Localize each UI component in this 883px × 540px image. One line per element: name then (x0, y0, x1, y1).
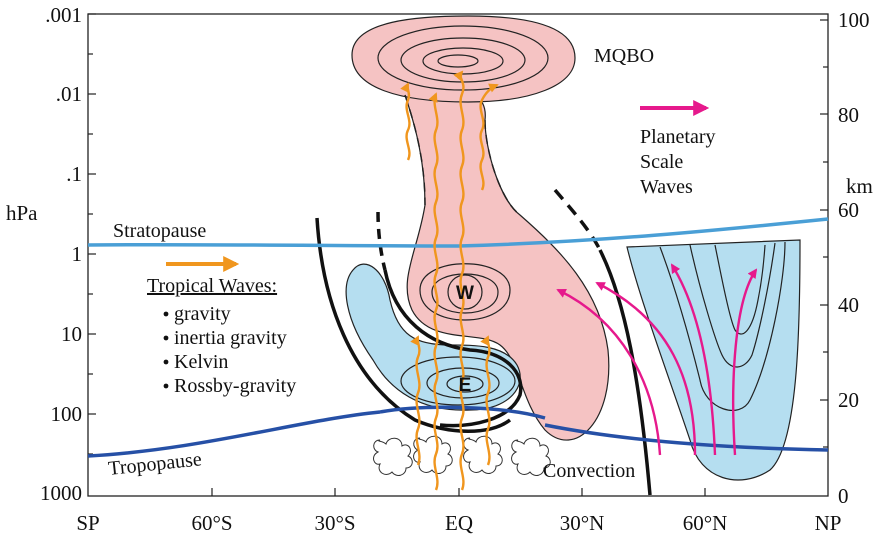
left-axis-unit: hPa (6, 201, 38, 225)
convection-clouds (373, 435, 551, 476)
bottom-tick-label: 30°S (314, 511, 355, 535)
tropical-wave-item: inertia gravity (174, 327, 287, 349)
zero-wind-contours (315, 188, 652, 496)
gravity-wave-arrow (480, 335, 491, 466)
tropical-wave-item: gravity (174, 303, 231, 325)
dashed-boundaries (404, 94, 521, 216)
right-tick-label: 20 (838, 388, 859, 412)
left-tick-label: 1 (72, 242, 83, 266)
gravity-wave-arrow (453, 70, 465, 491)
left-axis-ticks (88, 13, 96, 455)
tropopause-line (87, 405, 829, 458)
easterly-center-label: E (459, 375, 472, 396)
planetary-wave-arrows (556, 263, 758, 456)
stratopause-label: Stratopause (113, 220, 206, 242)
gravity-wave-arrow (479, 83, 499, 191)
right-tick-label: 100 (838, 8, 870, 32)
right-tick-label: 60 (838, 198, 859, 222)
westerly-center-label: W (456, 283, 474, 304)
bottom-axis-ticks (211, 488, 706, 496)
bottom-tick-label: 60°S (191, 511, 232, 535)
convection-label: Convection (543, 460, 635, 482)
stratopause-line (87, 217, 829, 248)
easterly-shear-region-left (345, 263, 521, 411)
planetary-wave-arrow (670, 263, 717, 456)
bottom-tick-label: 60°N (683, 511, 728, 535)
right-tick-label: 80 (838, 103, 859, 127)
tropical-waves-title: Tropical Waves: (147, 275, 277, 297)
right-axis-ticks (820, 19, 828, 448)
bottom-tick-label: EQ (445, 511, 473, 535)
planetary-wave-arrow (595, 281, 697, 456)
right-axis-unit: km (846, 174, 873, 198)
mqbo-label: MQBO (594, 45, 654, 67)
right-tick-label: 0 (838, 484, 849, 508)
left-tick-label: 100 (51, 402, 83, 426)
left-tick-label: .1 (66, 162, 82, 186)
left-tick-label: 1000 (40, 481, 82, 505)
planetary-waves-label-line: Waves (640, 176, 693, 198)
left-tick-label: 10 (61, 322, 82, 346)
right-tick-label: 40 (838, 293, 859, 317)
bottom-tick-label: NP (815, 511, 842, 535)
easterly-right-contours (659, 241, 786, 411)
tropical-waves-list: gravity inertia gravity Kelvin Rossby-gr… (163, 303, 296, 397)
planetary-waves-label-line: Planetary (640, 126, 716, 148)
plot-frame (87, 13, 829, 497)
gravity-wave-arrow (410, 335, 421, 466)
gravity-wave-arrow (428, 92, 439, 491)
planetary-wave-arrow (732, 268, 758, 456)
left-tick-label: .001 (45, 3, 82, 27)
bottom-tick-label: 30°N (560, 511, 605, 535)
tropical-wave-item: Rossby-gravity (174, 375, 296, 397)
gravity-wave-arrows (400, 70, 499, 491)
left-tick-label: .01 (56, 82, 82, 106)
planetary-waves-label-line: Scale (640, 151, 683, 173)
tropical-wave-item: Kelvin (174, 351, 228, 373)
gravity-wave-arrow (400, 82, 411, 161)
westerly-contours (419, 263, 511, 321)
bottom-tick-label: SP (76, 511, 99, 535)
planetary-wave-arrow (556, 288, 662, 456)
easterly-shear-region-right (626, 239, 801, 481)
